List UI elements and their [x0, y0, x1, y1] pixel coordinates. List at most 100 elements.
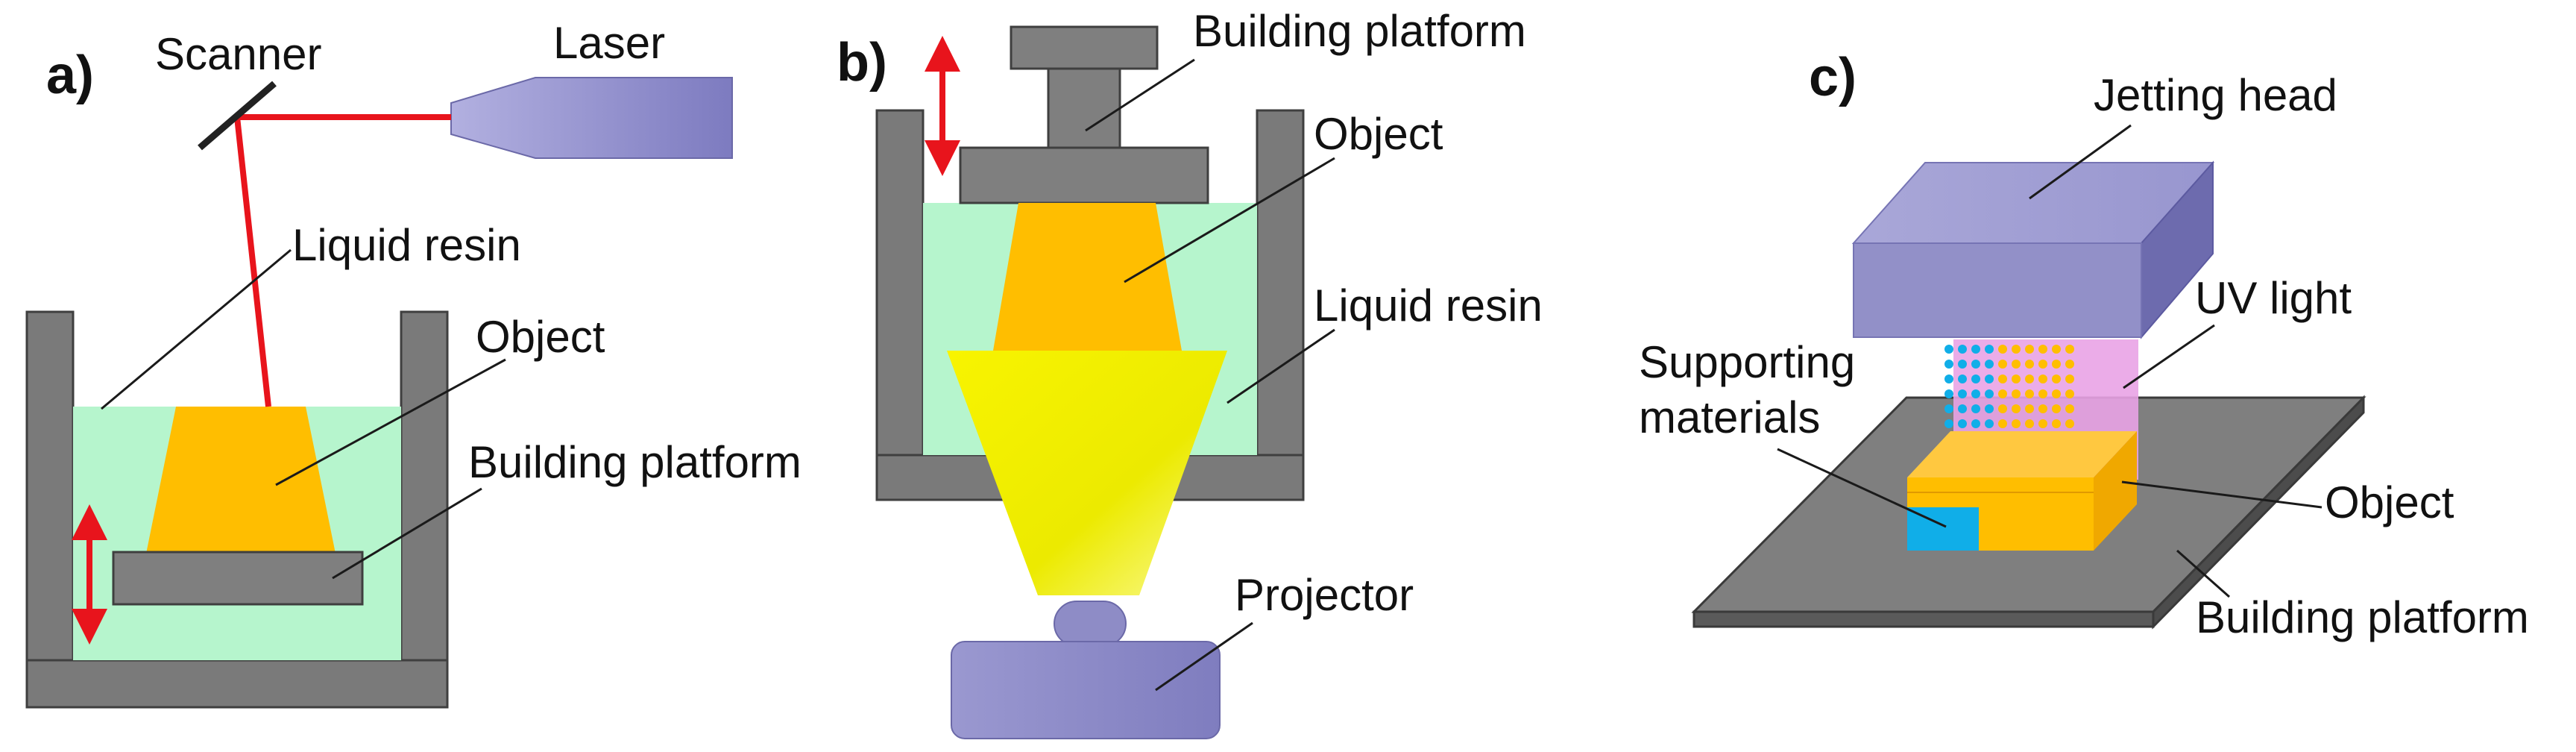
object-droplet	[2065, 419, 2074, 428]
label-uv-light: UV light	[2195, 273, 2352, 323]
label-object-c: Object	[2325, 477, 2454, 527]
scanner-mirror	[198, 81, 277, 151]
object-c-side	[2094, 431, 2137, 551]
support-droplet	[1958, 360, 1967, 369]
support-droplet	[1971, 419, 1980, 428]
support-droplet	[1944, 345, 1953, 354]
support-droplet	[1985, 375, 1994, 383]
support-droplet	[1944, 375, 1953, 383]
object-droplet	[2038, 345, 2047, 354]
building-platform-b-stem	[1047, 67, 1121, 149]
support-droplet	[1985, 389, 1994, 398]
leader-object-b	[1124, 157, 1335, 283]
object-droplet	[1998, 375, 2007, 383]
label-building-platform-a: Building platform	[468, 437, 802, 487]
support-droplet	[1971, 375, 1980, 383]
object-droplet	[2025, 345, 2034, 354]
object-droplet	[2025, 419, 2034, 428]
leader-object-a	[275, 358, 506, 486]
object-droplet	[2065, 404, 2074, 413]
object-droplet	[2038, 360, 2047, 369]
label-building-platform-c: Building platform	[2196, 592, 2529, 642]
object-droplet	[2065, 389, 2074, 398]
object-droplet	[2025, 360, 2034, 369]
label-jetting-head: Jetting head	[2094, 70, 2337, 120]
vat-a-left-wall	[25, 310, 75, 709]
leader-object-c	[2121, 480, 2323, 509]
object-droplet	[2025, 404, 2034, 413]
label-object-a: Object	[476, 312, 605, 362]
object-c-top	[1907, 431, 2137, 477]
support-droplet	[1985, 419, 1994, 428]
support-droplet	[1971, 389, 1980, 398]
leader-jetting-head	[2029, 124, 2132, 200]
object-droplet	[2065, 360, 2074, 369]
projector-lens	[1054, 601, 1127, 647]
object-droplet	[2038, 375, 2047, 383]
label-supporting-line2: materials	[1639, 392, 1820, 442]
leader-projector	[1155, 621, 1253, 692]
support-droplet	[1985, 404, 1994, 413]
object-droplet	[1998, 389, 2007, 398]
support-droplet	[1971, 345, 1980, 354]
object-droplet	[2012, 345, 2021, 354]
object-droplet	[2052, 404, 2061, 413]
building-platform-c-side-edge	[2152, 395, 2365, 630]
leader-uv-light	[2123, 324, 2215, 389]
label-projector: Projector	[1235, 570, 1414, 620]
label-liquid-resin-b: Liquid resin	[1314, 281, 1543, 330]
label-building-platform-b: Building platform	[1193, 6, 1526, 56]
object-droplet	[2025, 389, 2034, 398]
object-droplet	[1998, 419, 2007, 428]
support-droplet	[1958, 345, 1967, 354]
object-droplet	[2012, 360, 2021, 369]
panel-a-label: a)	[46, 46, 94, 105]
support-droplet	[1944, 404, 1953, 413]
laser-device	[450, 77, 733, 159]
object-droplet	[2052, 360, 2061, 369]
vat-b-left-wall	[875, 109, 925, 501]
object-droplet	[2052, 375, 2061, 383]
leader-supporting-materials	[1777, 448, 1947, 528]
leader-liquid-resin-b	[1226, 328, 1335, 404]
object-droplet	[2012, 419, 2021, 428]
label-supporting-line1: Supporting	[1639, 337, 1855, 387]
building-platform-c-front-edge	[1692, 610, 2155, 628]
support-droplet	[1944, 389, 1953, 398]
object-droplet	[2012, 404, 2021, 413]
object-droplet	[2052, 419, 2061, 428]
label-laser: Laser	[553, 18, 665, 68]
support-droplet	[1971, 404, 1980, 413]
jetting-head-front	[1853, 242, 2142, 338]
panel-b: b) Building platform Object Liquid resin…	[837, 6, 1543, 739]
support-droplet	[1985, 345, 1994, 354]
support-droplet	[1985, 360, 1994, 369]
object-droplet	[2012, 389, 2021, 398]
support-droplet	[1958, 375, 1967, 383]
object-a	[146, 407, 336, 554]
vat-a	[25, 310, 449, 709]
support-droplet	[1944, 360, 1953, 369]
object-droplet	[2052, 345, 2061, 354]
support-droplet	[1958, 419, 1967, 428]
droplets	[1944, 345, 2074, 428]
object-b	[993, 203, 1182, 351]
projector-body	[951, 641, 1221, 739]
object-droplet	[2052, 389, 2061, 398]
object-droplet	[2065, 375, 2074, 383]
support-droplet	[1958, 404, 1967, 413]
leader-liquid-resin-a	[101, 248, 292, 410]
support-droplet	[1958, 389, 1967, 398]
panel-c-label: c)	[1809, 48, 1857, 107]
panel-c: c) Jetting head UV light Supporting mate…	[1639, 48, 2529, 642]
object-droplet	[2038, 404, 2047, 413]
object-droplet	[2012, 375, 2021, 383]
object-droplet	[2025, 375, 2034, 383]
vat-a-right-wall	[400, 310, 449, 709]
projection-beam	[947, 351, 1227, 595]
object-droplet	[2038, 419, 2047, 428]
vat-a-bottom	[25, 659, 449, 709]
building-platform-a	[112, 551, 364, 606]
object-droplet	[1998, 404, 2007, 413]
